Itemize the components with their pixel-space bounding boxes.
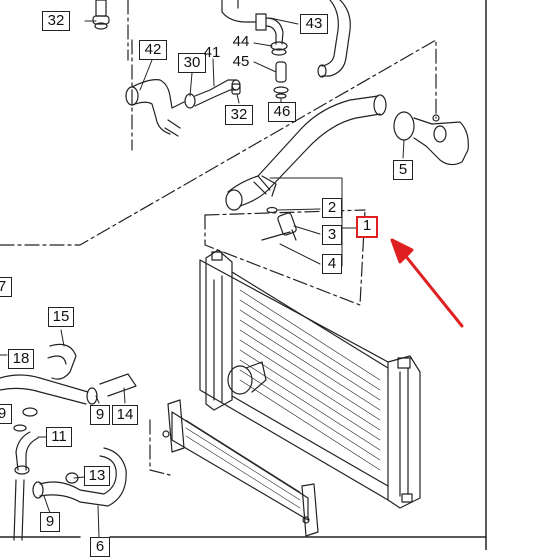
upper-connector-part-44 — [221, 0, 288, 56]
callout-43[interactable]: 43 — [300, 14, 328, 34]
callout-46[interactable]: 46 — [268, 102, 296, 122]
callout-45[interactable]: 45 — [232, 53, 250, 70]
red-arrow — [390, 238, 464, 328]
callout-15[interactable]: 15 — [48, 307, 74, 327]
callout-1-highlighted[interactable]: 1 — [356, 216, 378, 238]
coolant-hose-part-42 — [125, 79, 185, 137]
callout-6[interactable]: 6 — [90, 537, 110, 557]
callout-32-bottom[interactable]: 32 — [225, 105, 253, 125]
callout-44[interactable]: 44 — [232, 33, 250, 50]
callout-2[interactable]: 2 — [322, 198, 342, 218]
callout-32-top[interactable]: 32 — [42, 11, 70, 31]
callout-41[interactable]: 41 — [203, 44, 221, 61]
callout-30[interactable]: 30 — [178, 53, 206, 73]
callout-4[interactable]: 4 — [322, 254, 342, 274]
callout-3[interactable]: 3 — [322, 225, 342, 245]
thermostat-housing-part-5 — [393, 111, 469, 166]
callout-18[interactable]: 18 — [8, 349, 34, 369]
hose-clamp-part-32 — [92, 0, 110, 30]
coolant-hose-part-41 — [184, 79, 241, 109]
sensor-fitting-part-45 — [273, 61, 289, 99]
callout-13[interactable]: 13 — [84, 466, 110, 486]
callout-9-left[interactable]: 9 — [0, 404, 12, 424]
upper-radiator-hose — [225, 94, 387, 211]
callout-9-bottom[interactable]: 9 — [40, 512, 60, 532]
callout-7[interactable]: 7 — [0, 277, 12, 297]
callout-14[interactable]: 14 — [112, 405, 138, 425]
leader-lines — [0, 17, 405, 538]
ac-condenser — [162, 399, 319, 537]
callout-9-mid[interactable]: 9 — [90, 405, 110, 425]
callout-5[interactable]: 5 — [393, 160, 413, 180]
radiator-part-1 — [199, 249, 421, 509]
temperature-sensor-part-3 — [261, 206, 297, 241]
coolant-hose-part-43 — [317, 0, 351, 78]
callout-11[interactable]: 11 — [46, 427, 72, 447]
callout-42[interactable]: 42 — [139, 40, 167, 60]
